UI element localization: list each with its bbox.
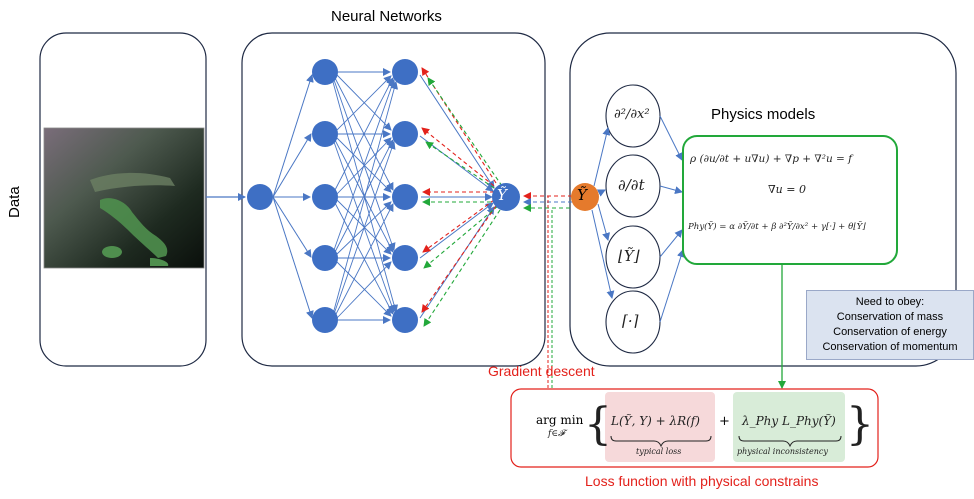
typical-underbrace [610,435,712,448]
op-second-derivative-label: ∂²/∂x² [614,107,650,122]
plus-sign: + [719,414,730,429]
equation-1: ρ (∂u/∂t + u∇u) + ∇p + ∇²u = f [690,153,853,165]
op-ceil-label: ⌈·⌉ [622,312,639,330]
satellite-image-stack [43,127,205,269]
hidden-layer-2 [392,59,418,333]
right-brace: } [846,399,874,450]
red-dashed-backprop [421,67,497,313]
physical-loss-label: physical inconsistency [737,447,828,456]
gradient-descent-label: Gradient descent [488,363,595,379]
typical-loss-highlight [605,392,715,462]
obey-item: Conservation of energy [833,326,947,338]
op-time-derivative-label: ∂/∂t [618,176,645,194]
input-to-hidden-edges [272,74,314,319]
hidden-node [392,245,418,271]
neural-networks-title: Neural Networks [331,8,442,25]
hidden-node [392,184,418,210]
obey-item: Conservation of momentum [822,341,958,353]
physics-equations-box [682,135,898,265]
physical-loss-expr: λ_Phy L_Phy(Ỹ) [742,414,836,428]
hidden-mesh-edges [332,68,399,324]
data-panel [39,32,207,367]
physics-input-node [571,183,599,211]
hidden-node [312,59,338,85]
typical-loss-expr: L(Ỹ, Y) + λR(f) [611,414,700,428]
typical-loss-label: typical loss [636,447,682,456]
hidden-node [312,245,338,271]
hidden-node [312,121,338,147]
data-label: Data [6,186,23,218]
hidden-node [312,184,338,210]
physics-input-label: Ỹ [577,186,587,204]
equation-2: ∇u = 0 [768,183,806,196]
left-brace: { [584,399,612,450]
physics-input-to-ops [591,127,615,299]
hidden-node [312,307,338,333]
output-node [492,183,520,211]
hidden-node [392,59,418,85]
green-dashed-backprop [422,77,503,327]
physical-underbrace [738,435,842,448]
obey-title: Need to obey: [855,296,925,308]
hidden-node [392,121,418,147]
loss-function-title: Loss function with physical constrains [585,473,819,489]
obey-item: Conservation of mass [836,311,944,323]
hidden-to-output-edges [419,74,495,319]
hidden-node [392,307,418,333]
need-to-obey-box: Need to obey: Conservation of mass Conse… [806,290,974,360]
argmin-subscript: f∈𝓕 [548,429,565,439]
op-floor-label: ⌊Ỹ⌋ [618,247,640,265]
input-node [247,184,273,210]
ops-to-physics-box [659,115,685,323]
physical-loss-highlight [733,392,845,462]
output-node-label: Ỹ [497,186,507,204]
operator-nodes [605,84,661,354]
physics-models-title: Physics models [711,106,816,123]
argmin-label: arg min [536,413,584,427]
equation-3: Phy(Ỹ) = α ∂Ỹ/∂t + β ∂²Ỹ/∂x² + γ[·] + θ⌊… [688,222,866,232]
hidden-layer-1 [312,59,338,333]
